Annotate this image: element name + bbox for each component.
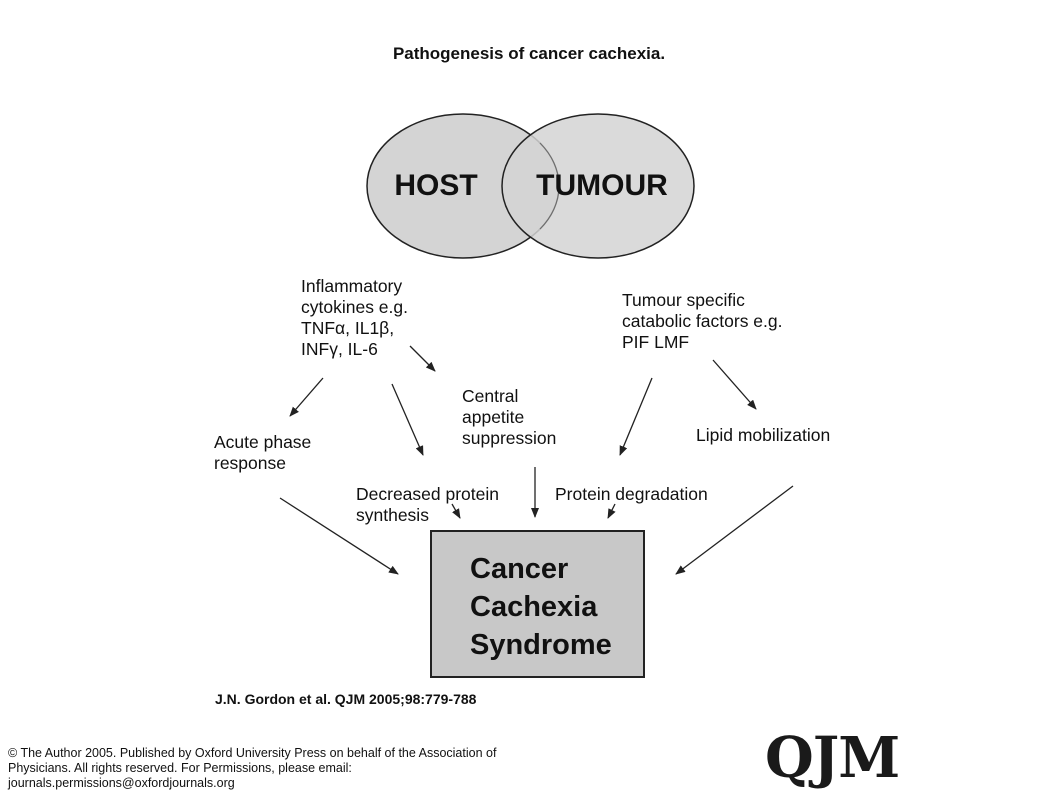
arrow-tumour-factors-to-lipid — [712, 359, 757, 410]
arrow-cytokines-to-decreased — [391, 383, 424, 456]
label-acute-phase: Acute phase response — [214, 432, 312, 473]
label-tumour-specific-factors: Tumour specific catabolic factors e.g. P… — [622, 290, 783, 352]
label-inflammatory-cytokines: Inflammatory cytokines e.g. TNFα, IL1β, … — [301, 276, 408, 359]
arrow-acute-to-box — [279, 497, 399, 575]
qjm-logo: QJM — [765, 725, 900, 791]
label-lipid-mobilization: Lipid mobilization — [696, 425, 831, 445]
host-ellipse-outline-overlap — [539, 142, 560, 230]
cancer-cachexia-label: Cancer Cachexia Syndrome — [470, 553, 612, 661]
tumour-ellipse — [501, 113, 695, 259]
arrow-tumour-factors-to-degradation — [619, 377, 653, 456]
arrow-cytokines-to-acute — [289, 377, 324, 417]
arrow-decreased-to-box — [451, 503, 461, 519]
copyright-notice: © The Author 2005. Published by Oxford U… — [8, 746, 497, 790]
arrow-lipid-to-box — [675, 485, 794, 575]
arrow-cytokines-to-central — [409, 345, 436, 372]
cancer-cachexia-box — [430, 530, 645, 678]
label-decreased-protein: Decreased protein synthesis — [356, 484, 499, 525]
host-label: HOST — [394, 169, 477, 202]
arrow-degradation-to-box — [607, 503, 616, 519]
tumour-label: TUMOUR — [536, 169, 668, 202]
page-title: Pathogenesis of cancer cachexia. — [392, 44, 666, 63]
label-central-appetite: Central appetite suppression — [462, 386, 557, 448]
label-protein-degradation: Protein degradation — [555, 484, 708, 504]
citation: J.N. Gordon et al. QJM 2005;98:779-788 — [215, 691, 477, 707]
